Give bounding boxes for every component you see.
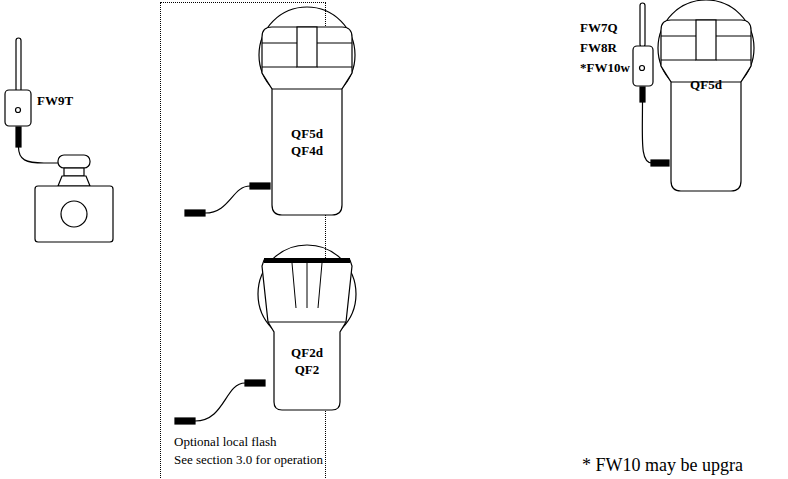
antenna — [16, 38, 21, 92]
plug — [651, 160, 669, 166]
indicator — [16, 108, 21, 113]
indicator — [640, 66, 645, 71]
flash-top-bar — [264, 258, 350, 263]
model-label: FW9T — [37, 92, 73, 109]
note-text: See section 3.0 for operation — [174, 451, 323, 469]
plug — [250, 183, 270, 189]
sync-cable — [185, 183, 270, 216]
plug — [175, 418, 195, 424]
camera-body — [35, 186, 113, 242]
model-name: QF5d QF4d — [291, 125, 323, 159]
plug — [245, 380, 265, 386]
flash-body — [262, 27, 352, 215]
camera-symbol — [35, 155, 113, 242]
flash-stripe — [297, 27, 317, 67]
transmitter-body — [5, 90, 31, 126]
plug — [640, 87, 645, 102]
flash-unit: QF5d QF4d — [256, 7, 358, 219]
optional-region: Optional local flashSee section 3.0 for … — [160, 2, 326, 479]
cable — [205, 186, 250, 213]
flash-body — [262, 260, 352, 410]
note-text: Optional local flash — [174, 433, 277, 451]
plug — [185, 210, 205, 216]
flash-outline — [256, 244, 358, 414]
flash-head-lines — [661, 36, 751, 82]
hot-shoe-foot — [64, 168, 84, 176]
cable — [642, 102, 652, 163]
cable — [195, 383, 245, 421]
flash-body — [661, 20, 751, 191]
flash-stripe — [696, 20, 716, 60]
sync-cable — [175, 380, 265, 424]
flash-outline — [256, 7, 358, 219]
transmitter-body — [633, 46, 653, 86]
plug — [16, 127, 21, 147]
footnote: * FW10 may be upgra — [582, 455, 743, 475]
hot-shoe-knob — [58, 155, 90, 168]
antenna — [640, 3, 645, 47]
flash-unit: QF5d — [655, 0, 757, 195]
flash-head-lines — [262, 43, 352, 89]
model-label: FW7Q FW8R *FW10w — [580, 18, 630, 78]
flash-unit: QF2d QF2 — [256, 244, 358, 414]
camera-prism — [58, 176, 90, 186]
flash-head-lines — [268, 263, 346, 322]
model-name: QF5d — [690, 76, 722, 93]
flash-outline — [655, 0, 757, 195]
cable — [19, 147, 59, 163]
model-name: QF2d QF2 — [291, 344, 323, 378]
camera-lens — [61, 201, 87, 227]
